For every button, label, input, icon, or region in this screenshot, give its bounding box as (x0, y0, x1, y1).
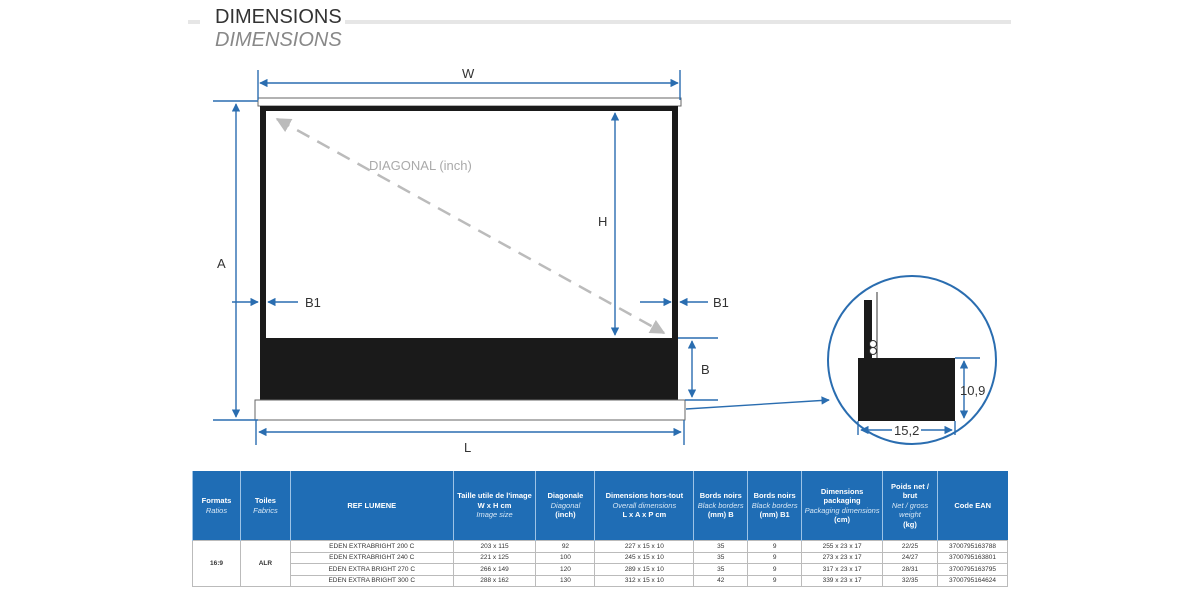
format-cell: 16:9 (192, 540, 241, 587)
cell-pack: 255 x 23 x 17 (801, 540, 884, 553)
col-ref: REF LUMENE (289, 471, 454, 541)
cell-b1: 9 (747, 563, 803, 576)
cell-pack: 273 x 23 x 17 (801, 551, 884, 564)
cell-diag: 92 (535, 540, 596, 553)
cell-overall: 289 x 15 x 10 (594, 563, 695, 576)
cell-b1: 9 (747, 540, 803, 553)
inset-height: 10,9 (960, 383, 985, 398)
cell-weight: 32/35 (882, 574, 938, 587)
cell-ref: EDEN EXTRA BRIGHT 270 C (289, 563, 454, 576)
cell-size: 288 x 162 (452, 574, 537, 587)
label-diagonal: DIAGONAL (inch) (369, 158, 472, 173)
cell-pack: 317 x 23 x 17 (801, 563, 884, 576)
cell-ref: EDEN EXTRABRIGHT 200 C (289, 540, 454, 553)
cell-weight: 28/31 (882, 563, 938, 576)
inset-width: 15,2 (894, 423, 919, 438)
cell-b: 35 (693, 563, 749, 576)
cell-size: 266 x 149 (452, 563, 537, 576)
cell-pack: 339 x 23 x 17 (801, 574, 884, 587)
cell-weight: 24/27 (882, 551, 938, 564)
label-b1-left: B1 (305, 295, 321, 310)
col-ean: Code EAN (936, 471, 1008, 541)
label-l: L (464, 440, 471, 455)
inset-detail: 10,9 15,2 (857, 292, 985, 438)
cell-b: 42 (693, 574, 749, 587)
cell-b1: 9 (747, 574, 803, 587)
cell-diag: 100 (535, 551, 596, 564)
header-rule-left (188, 20, 200, 24)
cell-size: 203 x 115 (452, 540, 537, 553)
cell-ean: 3700795163795 (936, 563, 1009, 576)
cell-weight: 22/25 (882, 540, 938, 553)
cell-b1: 9 (747, 551, 803, 564)
cell-ean: 3700795164624 (936, 574, 1009, 587)
cell-diag: 130 (535, 574, 596, 587)
cell-size: 221 x 125 (452, 551, 537, 564)
label-b: B (701, 362, 710, 377)
label-a: A (217, 256, 226, 271)
cell-overall: 312 x 15 x 10 (594, 574, 695, 587)
cell-diag: 120 (535, 563, 596, 576)
cell-b: 35 (693, 551, 749, 564)
cell-ref: EDEN EXTRA BRIGHT 300 C (289, 574, 454, 587)
cell-ean: 3700795163801 (936, 551, 1009, 564)
cell-b: 35 (693, 540, 749, 553)
screen (254, 97, 686, 421)
label-b1-right: B1 (713, 295, 729, 310)
cell-ean: 3700795163788 (936, 540, 1009, 553)
diagonal-line (275, 117, 666, 335)
fabric-cell: ALR (239, 540, 291, 587)
cell-ref: EDEN EXTRABRIGHT 240 C (289, 551, 454, 564)
label-w: W (462, 66, 475, 81)
section-title: DIMENSIONS (215, 6, 342, 28)
dimension-diagram: W A H B1 B1 B L DIAGONAL (inch) 10,9 15,… (213, 66, 997, 455)
cell-overall: 227 x 15 x 10 (594, 540, 695, 553)
label-h: H (598, 214, 607, 229)
cell-overall: 245 x 15 x 10 (594, 551, 695, 564)
header-rule (345, 20, 1011, 24)
section-subtitle: DIMENSIONS (215, 29, 342, 51)
